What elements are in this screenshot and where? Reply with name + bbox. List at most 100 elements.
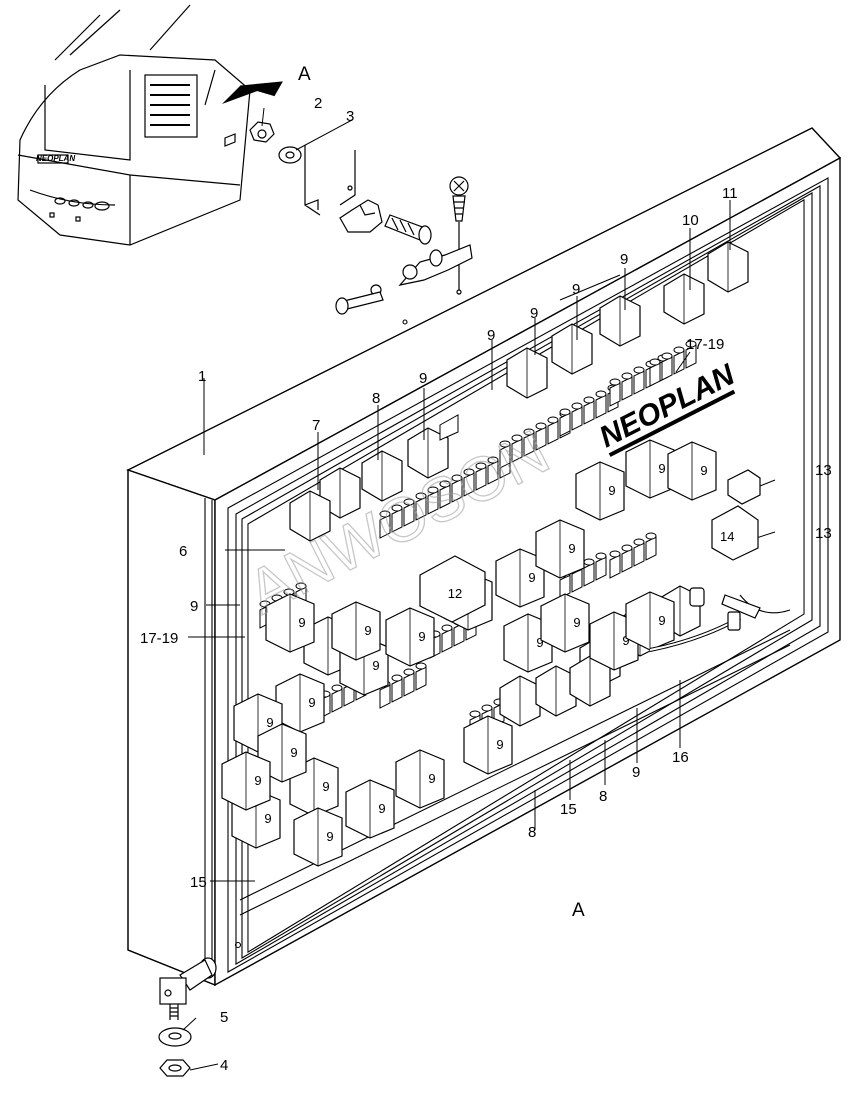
fuse-cap <box>621 544 633 552</box>
relay-blank <box>407 427 449 479</box>
callout-8-bottom-a: 8 <box>528 824 536 841</box>
relay-9: 9 <box>463 715 513 775</box>
relay-blank <box>535 665 577 717</box>
callout-9-c: 9 <box>530 305 538 322</box>
relay-blank <box>361 450 403 502</box>
callout-17-19-left: 17-19 <box>140 630 178 647</box>
fuse-cap <box>427 486 439 494</box>
relay-group: 9999999999999999999999999 <box>221 241 749 867</box>
relay-label: 9 <box>428 771 435 786</box>
relay-label: 9 <box>264 811 271 826</box>
cable-assembly <box>649 587 761 652</box>
relay-label: 9 <box>372 658 379 673</box>
fuse-cap <box>621 372 633 380</box>
fuse-cap <box>633 538 645 546</box>
relay-blank <box>289 490 331 542</box>
relay-label: 9 <box>496 737 503 752</box>
fuse-cap <box>415 492 427 500</box>
fuse-cap <box>547 416 559 424</box>
relay-label: 9 <box>658 461 665 476</box>
relay-label: 9 <box>568 541 575 556</box>
fuse-cap <box>441 624 453 632</box>
callout-15-left: 15 <box>190 874 207 891</box>
relay-9: 9 <box>275 673 325 733</box>
fuse-cap <box>295 582 307 590</box>
fuse-cap <box>535 422 547 430</box>
callout-9-b: 9 <box>487 327 495 344</box>
relay-label: 9 <box>658 613 665 628</box>
relay-9: 9 <box>331 601 381 661</box>
module-14: 14 <box>711 505 759 561</box>
hardware-top <box>249 121 473 315</box>
relay-9: 9 <box>625 439 675 499</box>
relay-9: 9 <box>540 593 590 653</box>
fuse-cap <box>415 662 427 670</box>
relay-9: 9 <box>625 591 675 651</box>
relay-9: 9 <box>395 749 445 809</box>
relay-blank <box>506 347 548 399</box>
callout-16: 16 <box>672 749 689 766</box>
relay-9: 9 <box>667 441 717 501</box>
callout-9-e: 9 <box>620 251 628 268</box>
relay-label: 9 <box>290 745 297 760</box>
fuse-cap <box>481 704 493 712</box>
callout-1: 1 <box>198 368 206 385</box>
callout-labels: 2 3 1 8 7 9 9 9 9 9 10 11 17-19 6 9 17-1… <box>140 95 832 1074</box>
relay-label: 9 <box>536 635 543 650</box>
fuse-cap <box>609 378 621 386</box>
relay-label: 9 <box>298 615 305 630</box>
fuse-cap <box>439 480 451 488</box>
fuse-cap <box>583 558 595 566</box>
fuse-cap <box>463 468 475 476</box>
callout-4: 4 <box>220 1057 228 1074</box>
callout-8-top: 8 <box>372 390 380 407</box>
relay-9: 9 <box>293 807 343 867</box>
inset-brand-label: NEOPLAN <box>36 154 75 163</box>
callout-10: 10 <box>682 212 699 229</box>
callout-17-19-right: 17-19 <box>686 336 724 353</box>
view-label-a-bottom: A <box>572 900 585 921</box>
callout-3: 3 <box>346 108 354 125</box>
relay-blank <box>499 675 541 727</box>
relay-label: 9 <box>308 695 315 710</box>
callout-13-b: 13 <box>815 525 832 542</box>
fuse-cap <box>649 358 661 366</box>
relay-label: 9 <box>378 801 385 816</box>
fuse-cap <box>673 346 685 354</box>
relay-label: 9 <box>326 829 333 844</box>
svg-text:12: 12 <box>448 586 462 601</box>
fuse-cap <box>595 390 607 398</box>
callout-2: 2 <box>314 95 322 112</box>
relay-9: 9 <box>221 751 271 811</box>
fuse-cap <box>499 440 511 448</box>
fuse-cap <box>571 402 583 410</box>
callout-9-bottom: 9 <box>632 764 640 781</box>
fuse-cap <box>391 504 403 512</box>
callout-15-bottom: 15 <box>560 801 577 818</box>
callout-lines <box>182 107 776 1071</box>
relay-9: 9 <box>265 593 315 653</box>
callout-13-a: 13 <box>815 462 832 479</box>
fuse-cap <box>523 428 535 436</box>
relay-label: 9 <box>573 615 580 630</box>
fuse-cap <box>633 366 645 374</box>
svg-text:14: 14 <box>720 529 734 544</box>
callout-9-a: 9 <box>419 370 427 387</box>
fuse-cap <box>511 434 523 442</box>
relay-label: 9 <box>266 715 273 730</box>
fuse-cap <box>391 674 403 682</box>
callout-9-d: 9 <box>572 281 580 298</box>
fuse-cap <box>403 498 415 506</box>
small-module <box>439 414 459 441</box>
fuse-cap <box>595 552 607 560</box>
fuse-cap <box>475 462 487 470</box>
callout-8-bottom-b: 8 <box>599 788 607 805</box>
callout-5: 5 <box>220 1009 228 1026</box>
module-12: 12 <box>419 555 486 623</box>
fuse-cap <box>487 456 499 464</box>
bus-front-inset <box>17 4 251 246</box>
fuse-cap <box>559 408 571 416</box>
fuse-cap <box>661 352 673 360</box>
fuse-cap <box>331 684 343 692</box>
